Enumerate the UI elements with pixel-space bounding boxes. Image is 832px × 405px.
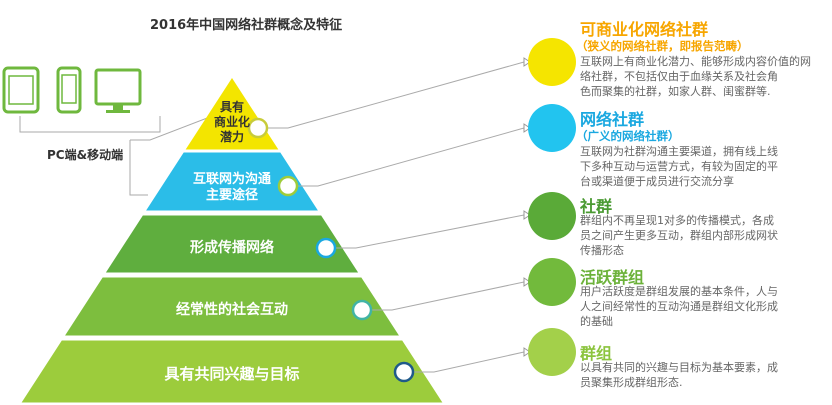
connector-arrow-4 xyxy=(523,277,531,287)
diagram-title: 2016年中国网络社群概念及特征 xyxy=(150,18,343,33)
tier-node-3 xyxy=(315,237,337,259)
pyramid-tier-2 xyxy=(146,152,318,211)
tier-node-5 xyxy=(393,361,415,383)
pyramid-tier-label-2: 互联网为沟通主要途径 xyxy=(192,172,271,203)
tier-node-2 xyxy=(277,175,299,197)
category-title-5: 群组 xyxy=(580,344,613,363)
category-circle-5 xyxy=(528,328,576,376)
connector-line-2 xyxy=(298,127,525,187)
category-description-5: 以具有共同的兴趣与目标为基本要素，成员聚集形成群组形态. xyxy=(580,361,778,389)
connector-line-4 xyxy=(372,281,525,311)
pyramid-tier-label-3: 形成传播网络 xyxy=(190,240,274,256)
connector-line-3 xyxy=(336,214,525,249)
category-title-2: 网络社群 xyxy=(580,110,645,129)
category-title-4: 活跃群组 xyxy=(580,268,645,287)
tablet-icon xyxy=(2,66,40,114)
connector-arrow-1 xyxy=(523,57,531,67)
category-description-2: 互联网为社群沟通主要渠道，拥有线上线下多种互动与运营方式，有较为固定的平台或渠道… xyxy=(580,145,778,188)
pyramid-tier-4 xyxy=(65,277,399,336)
pyramid-tier-5 xyxy=(21,340,443,403)
category-description-4: 用户活跃度是群组发展的基本条件，人与人之间经常性的互动沟通是群组文化形成的基础 xyxy=(580,285,778,328)
category-title-3: 社群 xyxy=(580,197,613,216)
connector-arrow-2 xyxy=(523,123,531,133)
category-description-3: 群组内不再呈现1对多的传播模式，各成员之间产生更多互动，群组内部形成网状传播形态 xyxy=(580,214,778,257)
devices-label: PC端&移动端 xyxy=(47,148,124,162)
category-subtitle-1: （狭义的网络社群，即报告范畴） xyxy=(576,39,749,53)
connector-line-5 xyxy=(414,351,525,373)
pyramid-tier-label-5: 具有共同兴趣与目标 xyxy=(164,365,300,383)
phone-icon xyxy=(56,66,82,114)
tier-node-4 xyxy=(351,299,373,321)
category-description-1: 互联网上有商业化潜力、能够形成内容价值的网络社群，不包括仅由于血缘关系及社会角色… xyxy=(580,55,811,98)
connector-line-1 xyxy=(268,61,525,129)
monitor-icon xyxy=(94,68,142,113)
pyramid-tier-label-4: 经常性的社会互动 xyxy=(176,302,288,318)
category-subtitle-2: （广义的网络社群） xyxy=(576,129,680,143)
category-title-1: 可商业化网络社群 xyxy=(580,20,709,39)
category-circle-2 xyxy=(528,104,576,152)
category-circle-1 xyxy=(528,38,576,86)
devices-bracket xyxy=(19,116,161,133)
tier-node-1 xyxy=(247,117,269,139)
connector-arrow-3 xyxy=(523,210,531,220)
category-circle-4 xyxy=(528,258,576,306)
category-circle-3 xyxy=(528,192,576,240)
pyramid-tier-label-1: 具有商业化潜力 xyxy=(213,100,250,144)
connector-arrow-5 xyxy=(523,347,531,357)
pyramid-tier-3 xyxy=(105,215,359,273)
